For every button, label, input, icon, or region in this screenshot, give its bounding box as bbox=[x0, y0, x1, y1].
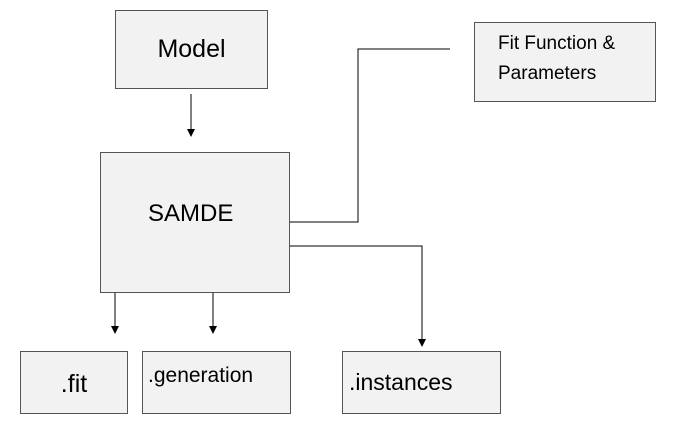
node-instances-label: .instances bbox=[349, 369, 453, 395]
edge-fitfunction-to-samde bbox=[268, 48, 450, 226]
node-model: Model bbox=[115, 10, 268, 89]
node-samde: SAMDE bbox=[100, 152, 290, 293]
node-generation: .generation bbox=[142, 351, 291, 414]
node-instances: .instances bbox=[342, 351, 501, 414]
node-fit: .fit bbox=[20, 351, 128, 414]
node-samde-label: SAMDE bbox=[148, 200, 234, 227]
node-model-label: Model bbox=[157, 35, 226, 63]
node-fit-function: Fit Function & Parameters bbox=[474, 22, 656, 102]
node-fit-label: .fit bbox=[60, 370, 88, 398]
edge-samde-to-instances bbox=[268, 245, 426, 347]
node-generation-label: .generation bbox=[148, 364, 254, 387]
node-fit-function-label: Fit Function & Parameters bbox=[498, 33, 616, 84]
